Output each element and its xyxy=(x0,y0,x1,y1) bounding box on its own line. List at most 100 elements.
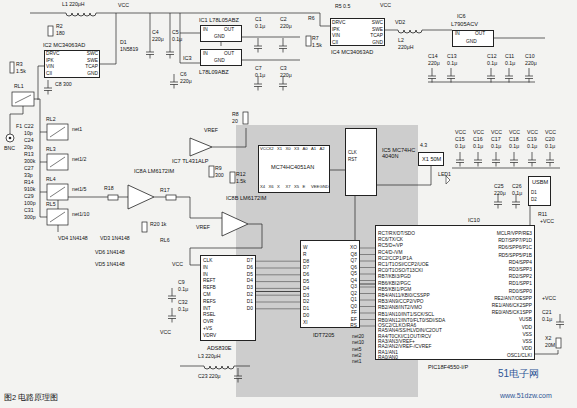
component-label: C19 xyxy=(527,137,537,143)
relay-contact xyxy=(50,157,65,167)
component-label: 0.1μ xyxy=(473,144,483,150)
pin-label: RS xyxy=(350,323,357,329)
pin-label: RD3/SPP3 xyxy=(509,267,532,273)
component-label: C25 xyxy=(494,184,504,190)
component-label: +VCC xyxy=(540,219,554,225)
wire xyxy=(96,13,320,14)
component-label: 0.1μ xyxy=(542,317,552,323)
pin-label: RC2/CCP1/P1A xyxy=(378,256,412,262)
resistor-symbol xyxy=(209,166,214,177)
pin-label: net20 xyxy=(352,334,364,340)
component-label: 220μ xyxy=(280,73,292,79)
component-label: VCC xyxy=(545,130,556,136)
component-label: R5 0.5 xyxy=(335,4,350,10)
bus-connector xyxy=(360,284,375,285)
pin-label: D6 xyxy=(247,265,253,271)
relay-symbol xyxy=(47,209,68,225)
component-label: RL4 xyxy=(46,177,56,183)
component-label: R14 xyxy=(24,180,34,186)
pin-label: RD2/SPP2 xyxy=(509,274,532,280)
relay-body xyxy=(12,92,34,106)
component-label: R18 xyxy=(104,186,114,192)
triangle-shape xyxy=(128,185,154,209)
pin-label: RC4/D-/VM xyxy=(378,250,403,256)
pin-label: RD0/SPP0 xyxy=(509,289,532,295)
component-label: C16 xyxy=(473,137,483,143)
bus-line xyxy=(360,319,375,320)
capacitor-symbol xyxy=(44,80,52,95)
pin-label: RA0/AN0 xyxy=(378,355,398,361)
resistor-symbol xyxy=(306,36,311,46)
component-label: C27 xyxy=(24,166,34,172)
component-label: +VCC xyxy=(542,296,556,302)
triangle-shape xyxy=(222,212,248,236)
component-label: VD3 1N4148 xyxy=(100,236,130,242)
wire xyxy=(494,38,545,39)
relay-symbol xyxy=(47,154,68,170)
capacitor-symbol xyxy=(556,314,564,329)
component-label: 20 xyxy=(232,119,238,125)
pin-label: RA4/T0CKI/C1OUT/RCV xyxy=(378,334,431,340)
component-label: VCC xyxy=(509,130,520,136)
pin-label: X0 xyxy=(286,147,291,152)
pin-label: OUT xyxy=(224,51,234,57)
bus-line xyxy=(256,274,300,275)
component-label: 20M xyxy=(545,343,555,349)
pin-label: FF xyxy=(351,310,357,316)
component-label: 10p xyxy=(24,131,33,137)
pin-label: VDD xyxy=(522,325,532,331)
bus-line xyxy=(360,254,375,255)
component-label: 0.1μ xyxy=(447,61,457,67)
pin-label: RB5/KBI1/PGM xyxy=(378,287,411,293)
pin-label: Q5 xyxy=(351,271,357,277)
component-label: C2 xyxy=(280,17,287,23)
component-label: C17 xyxy=(491,137,501,143)
wire xyxy=(58,200,59,209)
pin-label: EF xyxy=(351,317,357,323)
pin-label: GND xyxy=(214,34,225,40)
relay-body xyxy=(47,184,68,200)
pin-label: GND xyxy=(372,40,383,46)
capacitor-symbol xyxy=(279,76,287,91)
component-label: R7 xyxy=(312,36,319,42)
component-label: 0.1μ xyxy=(512,191,522,197)
bus-line xyxy=(256,308,300,309)
relay-symbol xyxy=(47,124,68,140)
component-label: 300 xyxy=(215,173,224,179)
part-number: L7905ACV xyxy=(451,21,478,27)
component-label: C4 xyxy=(152,30,159,36)
pin-label: VEE xyxy=(311,185,319,190)
component-label: C6 xyxy=(180,72,187,78)
pin-label: D2 xyxy=(303,299,309,305)
pin-label: D1 xyxy=(531,190,537,195)
component-label: C32 xyxy=(178,300,188,306)
pin-label: D4 xyxy=(247,278,253,284)
pin-label: Q7 xyxy=(351,258,357,264)
relay-symbol xyxy=(12,92,34,106)
wire xyxy=(34,99,40,100)
component-label: 220μH xyxy=(398,45,413,51)
wire xyxy=(180,13,200,63)
pin-label: D2 xyxy=(531,197,537,202)
component-label: C24 xyxy=(24,138,34,144)
bus-line xyxy=(360,280,375,281)
pin-label: OUT xyxy=(224,27,234,33)
component-label: R20 1k xyxy=(150,222,166,228)
bus-line xyxy=(360,306,375,307)
pin-label: D5 xyxy=(303,279,309,285)
regulator-symbol: IC7 TL431ALP xyxy=(190,138,212,156)
wire xyxy=(330,170,345,171)
resistor-symbol xyxy=(243,112,248,124)
pin-label: RC1/T1OSI/CCP2/UOE xyxy=(378,262,429,268)
component-label: RL3 xyxy=(46,147,56,153)
pin-label: GND xyxy=(466,39,477,45)
led-symbol xyxy=(446,176,450,184)
pin-label: VIN xyxy=(332,33,340,39)
pin-label: RD7/SPP7/P1D xyxy=(498,238,532,244)
pin-label: VSS xyxy=(522,339,532,345)
bus-line xyxy=(360,313,375,314)
component-label: VD5 1N4148 xyxy=(95,262,125,268)
wire xyxy=(221,42,222,46)
pin-label: RB6/KBI2/PGC xyxy=(378,281,411,287)
component-label: R9 xyxy=(215,166,222,172)
